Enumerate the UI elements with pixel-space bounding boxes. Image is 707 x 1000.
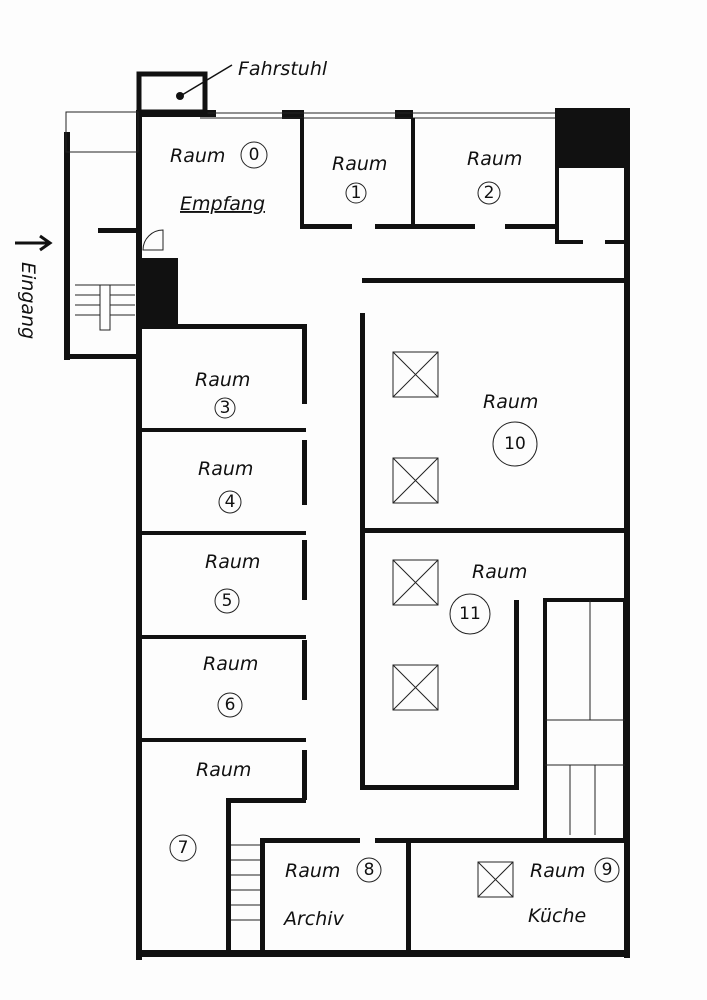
svg-text:7: 7: [178, 838, 189, 858]
columns: [392, 351, 514, 898]
svg-text:Raum: Raum: [285, 860, 340, 882]
elevator-label: Fahrstuhl: [238, 58, 328, 80]
svg-text:6: 6: [225, 695, 236, 715]
svg-text:Raum: Raum: [483, 391, 538, 413]
svg-text:1: 1: [351, 183, 362, 203]
svg-text:Raum: Raum: [332, 153, 387, 175]
svg-text:Raum: Raum: [205, 551, 260, 573]
svg-text:Raum: Raum: [195, 369, 250, 391]
svg-text:Raum: Raum: [170, 145, 225, 167]
svg-text:3: 3: [220, 398, 231, 418]
room-8: Raum 8 Archiv: [282, 857, 382, 930]
svg-text:2: 2: [484, 183, 495, 203]
elevator-pointer: [181, 64, 233, 96]
svg-text:9: 9: [602, 860, 613, 880]
svg-text:Raum: Raum: [203, 653, 258, 675]
svg-text:4: 4: [225, 492, 236, 512]
svg-text:5: 5: [222, 591, 233, 611]
room-10: Raum 10: [483, 391, 538, 467]
walls: [64, 71, 630, 960]
svg-text:Raum: Raum: [472, 561, 527, 583]
room-0: Raum 0: [170, 141, 268, 169]
room-3: Raum 3: [195, 369, 250, 419]
svg-text:Küche: Küche: [528, 905, 586, 927]
room-7: Raum 7: [169, 759, 251, 862]
svg-text:Archiv: Archiv: [282, 908, 345, 930]
room-2: Raum 2: [467, 148, 522, 205]
svg-text:Raum: Raum: [530, 860, 585, 882]
room-5: Raum 5: [205, 551, 260, 614]
svg-text:Raum: Raum: [467, 148, 522, 170]
entrance-label: Eingang: [17, 262, 39, 339]
room-4: Raum 4: [198, 458, 253, 514]
svg-text:Raum: Raum: [196, 759, 251, 781]
reception-label: Empfang: [180, 193, 265, 215]
room-6: Raum 6: [203, 653, 258, 718]
room-11: Raum 11: [449, 561, 527, 635]
svg-text:Raum: Raum: [198, 458, 253, 480]
svg-text:8: 8: [364, 860, 375, 880]
svg-text:11: 11: [459, 604, 481, 624]
svg-text:10: 10: [504, 434, 526, 454]
room-1: Raum 1: [332, 153, 387, 204]
entrance-arrow-icon: [15, 234, 53, 252]
room-9: Raum 9 Küche: [528, 857, 620, 927]
svg-text:0: 0: [249, 145, 260, 165]
